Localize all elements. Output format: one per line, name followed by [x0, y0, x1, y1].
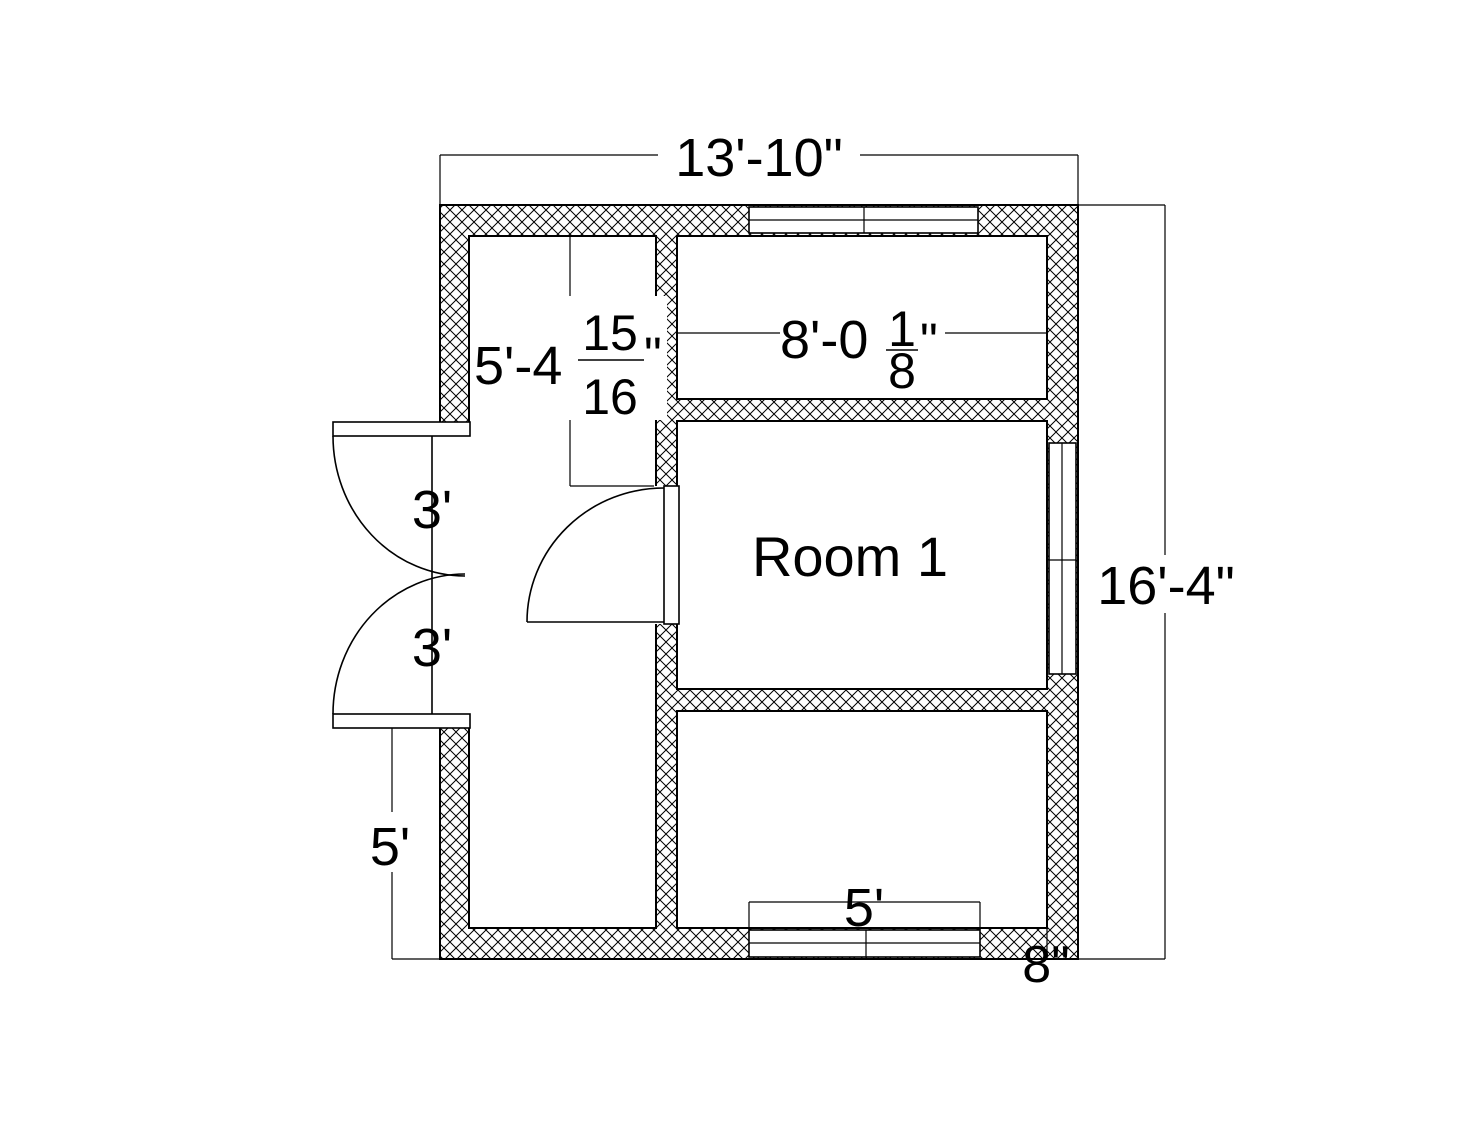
- hall-length-inch-mark: ": [644, 327, 662, 383]
- door-lower-width-label: 3': [412, 618, 452, 678]
- left-offset-label: 5': [370, 817, 410, 877]
- hall-length-numerator: 15: [582, 305, 638, 361]
- interior-door: [526, 485, 680, 625]
- closet-width-numerator: 1: [888, 301, 916, 357]
- hall-length-whole: 5'-4: [474, 336, 562, 396]
- right-window: [1048, 442, 1077, 675]
- overall-height-label: 16'-4": [1097, 556, 1235, 616]
- bottom-window-dimension: [748, 901, 981, 930]
- wall-thickness-label: 8": [1022, 936, 1069, 994]
- entry-double-door: [332, 421, 471, 729]
- room-1-label: Room 1: [752, 525, 948, 588]
- closet-width-whole: 8'-0: [780, 310, 868, 370]
- top-window: [748, 206, 979, 234]
- closet-width-denominator: 8: [888, 343, 916, 399]
- room-1: [676, 420, 1048, 690]
- door-upper-width-label: 3': [412, 480, 452, 540]
- overall-width-label: 13'-10": [675, 128, 843, 188]
- bottom-window-width-label: 5': [844, 878, 884, 938]
- hall-length-denominator: 16: [582, 369, 638, 425]
- closet-width-inch-mark: ": [920, 313, 938, 369]
- bottom-window: [748, 929, 981, 958]
